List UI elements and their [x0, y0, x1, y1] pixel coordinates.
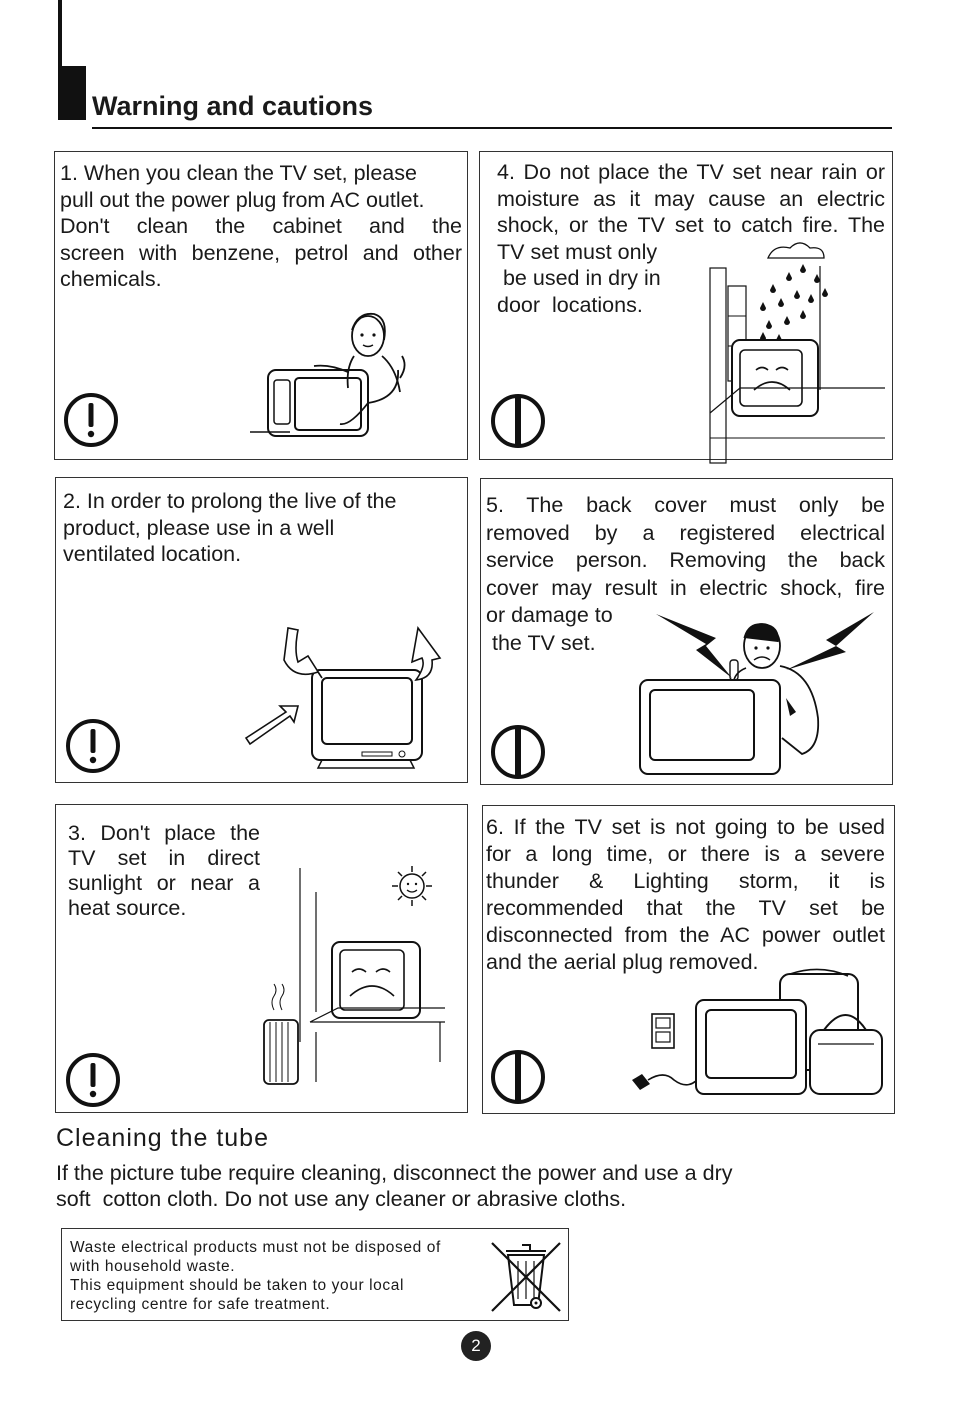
weee-notice-box [61, 1228, 569, 1321]
weee-notice-text: Waste electrical products must not be di… [70, 1238, 441, 1314]
prohibition-symbol-icon [491, 1050, 545, 1104]
cleaning-line: soft cotton cloth. Do not use any cleane… [56, 1187, 627, 1211]
caution-5-line: cover may result in electric shock, fire [486, 575, 885, 600]
weee-line: with household waste. [70, 1258, 236, 1275]
page-number-badge: 2 [461, 1331, 491, 1361]
caution-1-line: chemicals. [60, 267, 162, 291]
caution-text-6: 6. If the TV set is not going to be used… [486, 814, 885, 976]
caution-5-line: or damage to [486, 603, 613, 627]
exclamation-symbol-icon [66, 719, 120, 773]
caution-2-line: product, please use in a well [63, 515, 335, 540]
caution-3-line: TV set in direct [68, 846, 260, 870]
caution-4-line: be used in dry in [497, 266, 661, 290]
caution-1-line: 1. When you clean the TV set, please [60, 161, 417, 185]
cleaning-line: If the picture tube require cleaning, di… [56, 1161, 733, 1185]
caution-5-line: 5. The back cover must only be [486, 493, 885, 517]
caution-6-line: 6. If the TV set is not going to be used [486, 815, 885, 839]
exclamation-symbol-icon [66, 1053, 120, 1107]
caution-3-line: sunlight or near a [68, 871, 260, 895]
caution-1-line: screen with benzene, petrol and other [60, 240, 462, 265]
caution-5-line: the TV set. [486, 630, 596, 655]
caution-4-line: 4. Do not place the TV set near rain or [497, 160, 885, 184]
caution-6-line: thunder & Lighting storm, it is [486, 869, 885, 893]
page-number: 2 [471, 1336, 481, 1355]
cleaning-title: Cleaning the tube [56, 1124, 269, 1152]
header-rule [92, 127, 892, 129]
weee-line: Waste electrical products must not be di… [70, 1239, 441, 1256]
caution-4-line: door locations. [497, 292, 643, 317]
caution-text-2: 2. In order to prolong the live of the p… [63, 488, 463, 568]
caution-text-1: 1. When you clean the TV set, please pul… [60, 160, 462, 293]
caution-4-line: TV set must only [497, 239, 658, 264]
caution-2-line: 2. In order to prolong the live of the [63, 489, 397, 513]
page-title: Warning and cautions [92, 91, 374, 121]
caution-4-line: moisture as it may cause an electric [497, 186, 885, 211]
caution-6-line: for a long time, or there is a severe [486, 842, 885, 866]
caution-4-line: shock, or the TV set to catch fire. The [497, 213, 885, 237]
caution-1-line: Don't clean the cabinet and the [60, 214, 462, 238]
prohibition-symbol-icon [491, 394, 545, 448]
tv-unplugged-illustration [632, 968, 883, 1095]
weee-line: recycling centre for safe treatment. [70, 1296, 331, 1313]
tv-ventilation-illustration [244, 626, 442, 769]
caution-6-line: recommended that the TV set be [486, 896, 885, 920]
tv-back-cover-illustration [639, 612, 874, 775]
prohibition-symbol-icon [491, 725, 545, 779]
caution-text-4: 4. Do not place the TV set near rain or … [497, 159, 885, 318]
crossed-out-wheelie-bin-icon [491, 1242, 561, 1312]
exclamation-symbol-icon [64, 393, 118, 447]
caution-box-1 [54, 151, 468, 460]
caution-2-line: ventilated location. [63, 542, 242, 566]
header-bar-block [58, 66, 86, 120]
header-bar-vertical [58, 0, 62, 70]
caution-6-line: and the aerial plug removed. [486, 950, 759, 974]
caution-text-3: 3. Don't place the TV set in direct sunl… [68, 821, 260, 921]
tv-cleaning-illustration [250, 312, 406, 437]
tv-sunlight-heat-illustration [263, 866, 445, 1085]
caution-3-line: 3. Don't place the [68, 821, 260, 845]
caution-6-line: disconnected from the AC power outlet [486, 923, 885, 947]
caution-box-4 [479, 151, 893, 460]
caution-text-5: 5. The back cover must only be removed b… [486, 492, 885, 657]
cleaning-text: If the picture tube require cleaning, di… [56, 1160, 732, 1212]
caution-5-line: service person. Removing the back [486, 548, 885, 572]
caution-3-line: heat source. [68, 896, 187, 920]
tv-rain-illustration [709, 242, 885, 464]
caution-5-line: removed by a registered electrical [486, 520, 885, 545]
weee-line: This equipment should be taken to your l… [70, 1277, 405, 1294]
caution-1-line: pull out the power plug from AC outlet. [60, 187, 425, 212]
